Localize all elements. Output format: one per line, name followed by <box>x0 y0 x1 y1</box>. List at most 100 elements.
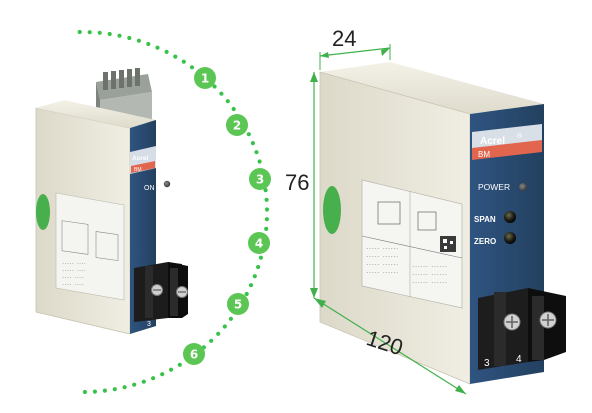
arc-dot <box>264 217 269 222</box>
arc-dot <box>246 132 251 137</box>
arc-dot <box>82 389 87 395</box>
power-led <box>519 183 527 191</box>
arc-dot <box>219 91 224 96</box>
left-device: ----- ---- ----- ---- ---- ---- ---- ---… <box>35 68 188 335</box>
zero-label: ZERO <box>474 237 496 246</box>
arc-dot <box>244 291 249 297</box>
svg-text:---- ----: ---- ---- <box>62 282 84 287</box>
dimension-width-label: 24 <box>332 26 356 51</box>
svg-text:----- ------: ----- ------ <box>366 271 399 276</box>
left-green-logo <box>36 194 50 230</box>
arc-dot <box>177 362 182 367</box>
arc-dot <box>102 388 107 393</box>
right-terminal-3: 3 <box>484 358 490 369</box>
svg-text:----- ------: ----- ------ <box>366 263 399 268</box>
arc-dot <box>189 65 195 70</box>
step-badges: 1 2 3 4 5 6 <box>183 67 271 365</box>
arc-dot <box>169 367 174 372</box>
svg-text:----- ----: ----- ---- <box>62 261 86 266</box>
left-terminal-4: 4 <box>164 319 168 326</box>
qr-code <box>440 236 456 252</box>
arc-dot <box>146 41 151 47</box>
right-device: ----- ------ ----- ------ ----- ------ -… <box>319 62 566 385</box>
arc-dot <box>216 331 221 336</box>
step-4-label: 4 <box>255 237 263 251</box>
step-6-label: 6 <box>190 348 198 362</box>
arc-dot <box>209 338 214 343</box>
step-2-label: 2 <box>233 119 241 133</box>
arc-dot <box>264 197 269 202</box>
svg-text:------ ------: ------ ------ <box>412 281 447 286</box>
arc-dot <box>122 385 127 390</box>
arc-dot <box>248 283 254 288</box>
arc-dot <box>164 49 169 55</box>
arc-dot <box>264 207 270 212</box>
step-badge-3: 3 <box>249 168 271 190</box>
svg-text:----- ------: ----- ------ <box>366 247 399 252</box>
arc-dot <box>264 226 269 231</box>
svg-text:---- ----: ---- ---- <box>62 275 84 280</box>
right-green-logo <box>323 186 341 234</box>
dimension-width: 24 <box>319 26 391 70</box>
arc-dot <box>160 372 165 377</box>
right-trademark: ® <box>517 132 523 140</box>
dimension-height: 76 <box>285 72 318 298</box>
step-badge-5: 5 <box>227 293 249 315</box>
left-on-led <box>163 180 171 188</box>
dimension-depth: 120 <box>313 297 467 395</box>
svg-text:------ ------: ------ ------ <box>412 265 447 270</box>
arc-dot <box>254 150 259 155</box>
step-1-label: 1 <box>201 72 209 86</box>
arc-dot <box>87 30 92 35</box>
arc-dot <box>252 274 257 279</box>
left-terminal-block: 3 4 <box>134 262 188 328</box>
step-3-label: 3 <box>256 173 264 187</box>
arc-dot <box>132 382 137 387</box>
arc-dot <box>263 188 268 193</box>
arc-dot <box>212 84 217 89</box>
right-terminal-block: 3 4 <box>478 288 566 370</box>
left-status-label: ON <box>144 185 155 192</box>
arc-dot <box>173 54 178 59</box>
arc-dot <box>228 316 233 321</box>
dimension-height-label: 76 <box>285 170 309 195</box>
right-terminal-4: 4 <box>516 354 522 365</box>
arc-dot <box>141 379 146 384</box>
svg-text:----- ------: ----- ------ <box>366 255 399 260</box>
span-label: SPAN <box>474 215 496 224</box>
arc-dot <box>257 159 262 164</box>
arc-dot <box>77 29 82 35</box>
right-brand-label: Acrel <box>480 136 505 147</box>
svg-text:----- ----: ----- ---- <box>62 268 86 273</box>
arc-dot <box>222 324 227 329</box>
arc-dot <box>258 255 263 260</box>
step-badge-6: 6 <box>183 343 205 365</box>
right-power-label: POWER <box>478 182 510 192</box>
right-side-label: ----- ------ ----- ------ ----- ------ -… <box>361 179 463 309</box>
left-terminal-3: 3 <box>147 321 151 328</box>
arc-dot <box>225 99 230 104</box>
arc-dot <box>127 35 132 41</box>
step-5-label: 5 <box>234 298 242 312</box>
svg-text:------ ------: ------ ------ <box>412 273 447 278</box>
step-badge-4: 4 <box>248 232 270 254</box>
arc-dot <box>92 389 97 394</box>
arc-dot <box>181 59 186 64</box>
arc-dot <box>231 106 236 112</box>
arc-dot <box>117 33 122 38</box>
arc-dot <box>151 376 156 381</box>
left-side-label: ----- ---- ----- ---- ---- ---- ---- ---… <box>55 192 125 301</box>
arc-dot <box>136 38 141 43</box>
arc-dot <box>112 387 117 392</box>
zero-adjust-knob[interactable] <box>504 232 516 244</box>
arc-dot <box>256 264 261 270</box>
right-model-label: BM <box>478 150 490 159</box>
step-badge-1: 1 <box>194 67 216 89</box>
arc-dot <box>250 141 255 146</box>
step-badge-2: 2 <box>226 114 248 136</box>
left-brand-label: Acrel <box>132 155 148 162</box>
arc-dot <box>97 30 102 35</box>
arc-dot <box>107 31 112 37</box>
span-adjust-knob[interactable] <box>504 211 516 223</box>
